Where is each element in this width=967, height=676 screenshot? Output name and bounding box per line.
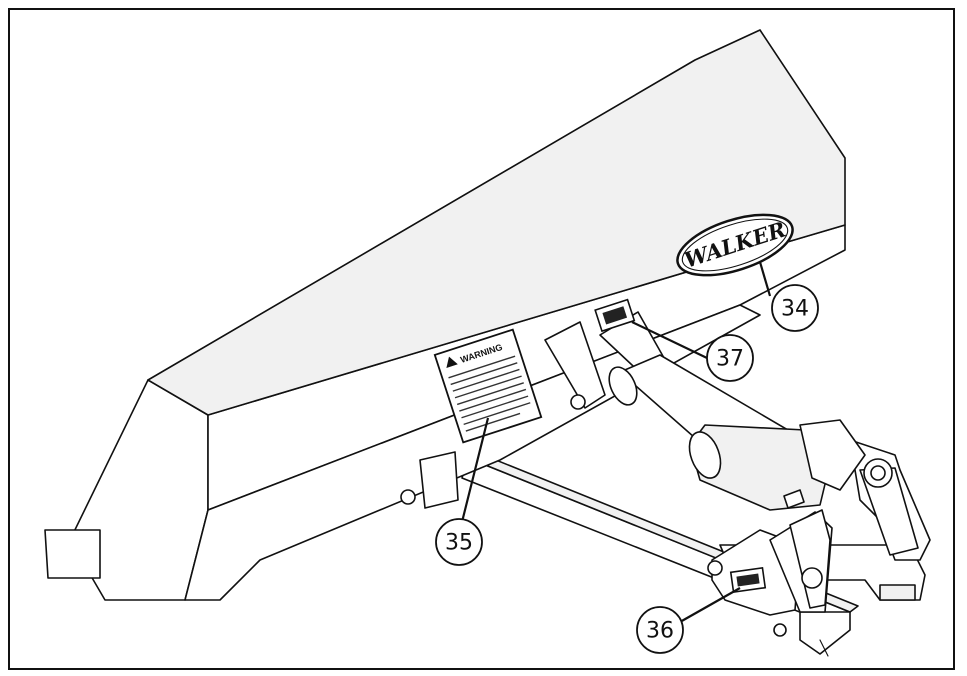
leader-34 xyxy=(758,261,772,297)
callout-35-label: 35 xyxy=(445,531,473,556)
leader-37 xyxy=(631,321,708,359)
left-skid xyxy=(44,529,101,579)
leader-36 xyxy=(679,587,741,623)
blade-body xyxy=(44,29,846,601)
small-decal-36 xyxy=(729,566,767,594)
small-decal-37 xyxy=(594,298,636,333)
rail-bolt xyxy=(773,623,787,637)
center-mount-block xyxy=(419,451,459,509)
hitch-assembly xyxy=(707,509,833,616)
frame-assembly xyxy=(461,439,931,657)
center-mount-bolt xyxy=(400,489,416,505)
callout-35: 35 xyxy=(435,518,483,566)
left-hinge-plate xyxy=(544,321,606,409)
callout-37-label: 37 xyxy=(716,347,744,372)
callout-34: 34 xyxy=(771,284,819,332)
callout-36-label: 36 xyxy=(646,619,674,644)
hitch-bolt xyxy=(707,560,723,576)
cylinder-tag xyxy=(783,489,805,509)
leader-35 xyxy=(460,417,490,523)
diagram-frame xyxy=(8,8,955,670)
hitch-pin xyxy=(801,567,823,589)
cylinder-end-block xyxy=(799,419,866,491)
left-hinge-bolt xyxy=(570,394,586,410)
hitch-base-end xyxy=(879,584,916,601)
lift-assembly xyxy=(544,298,866,511)
callout-34-label: 34 xyxy=(781,297,809,322)
callout-37: 37 xyxy=(706,334,754,382)
warning-decal: WARNING xyxy=(433,328,543,444)
callout-36: 36 xyxy=(636,606,684,654)
rail-end-channel xyxy=(799,611,851,655)
